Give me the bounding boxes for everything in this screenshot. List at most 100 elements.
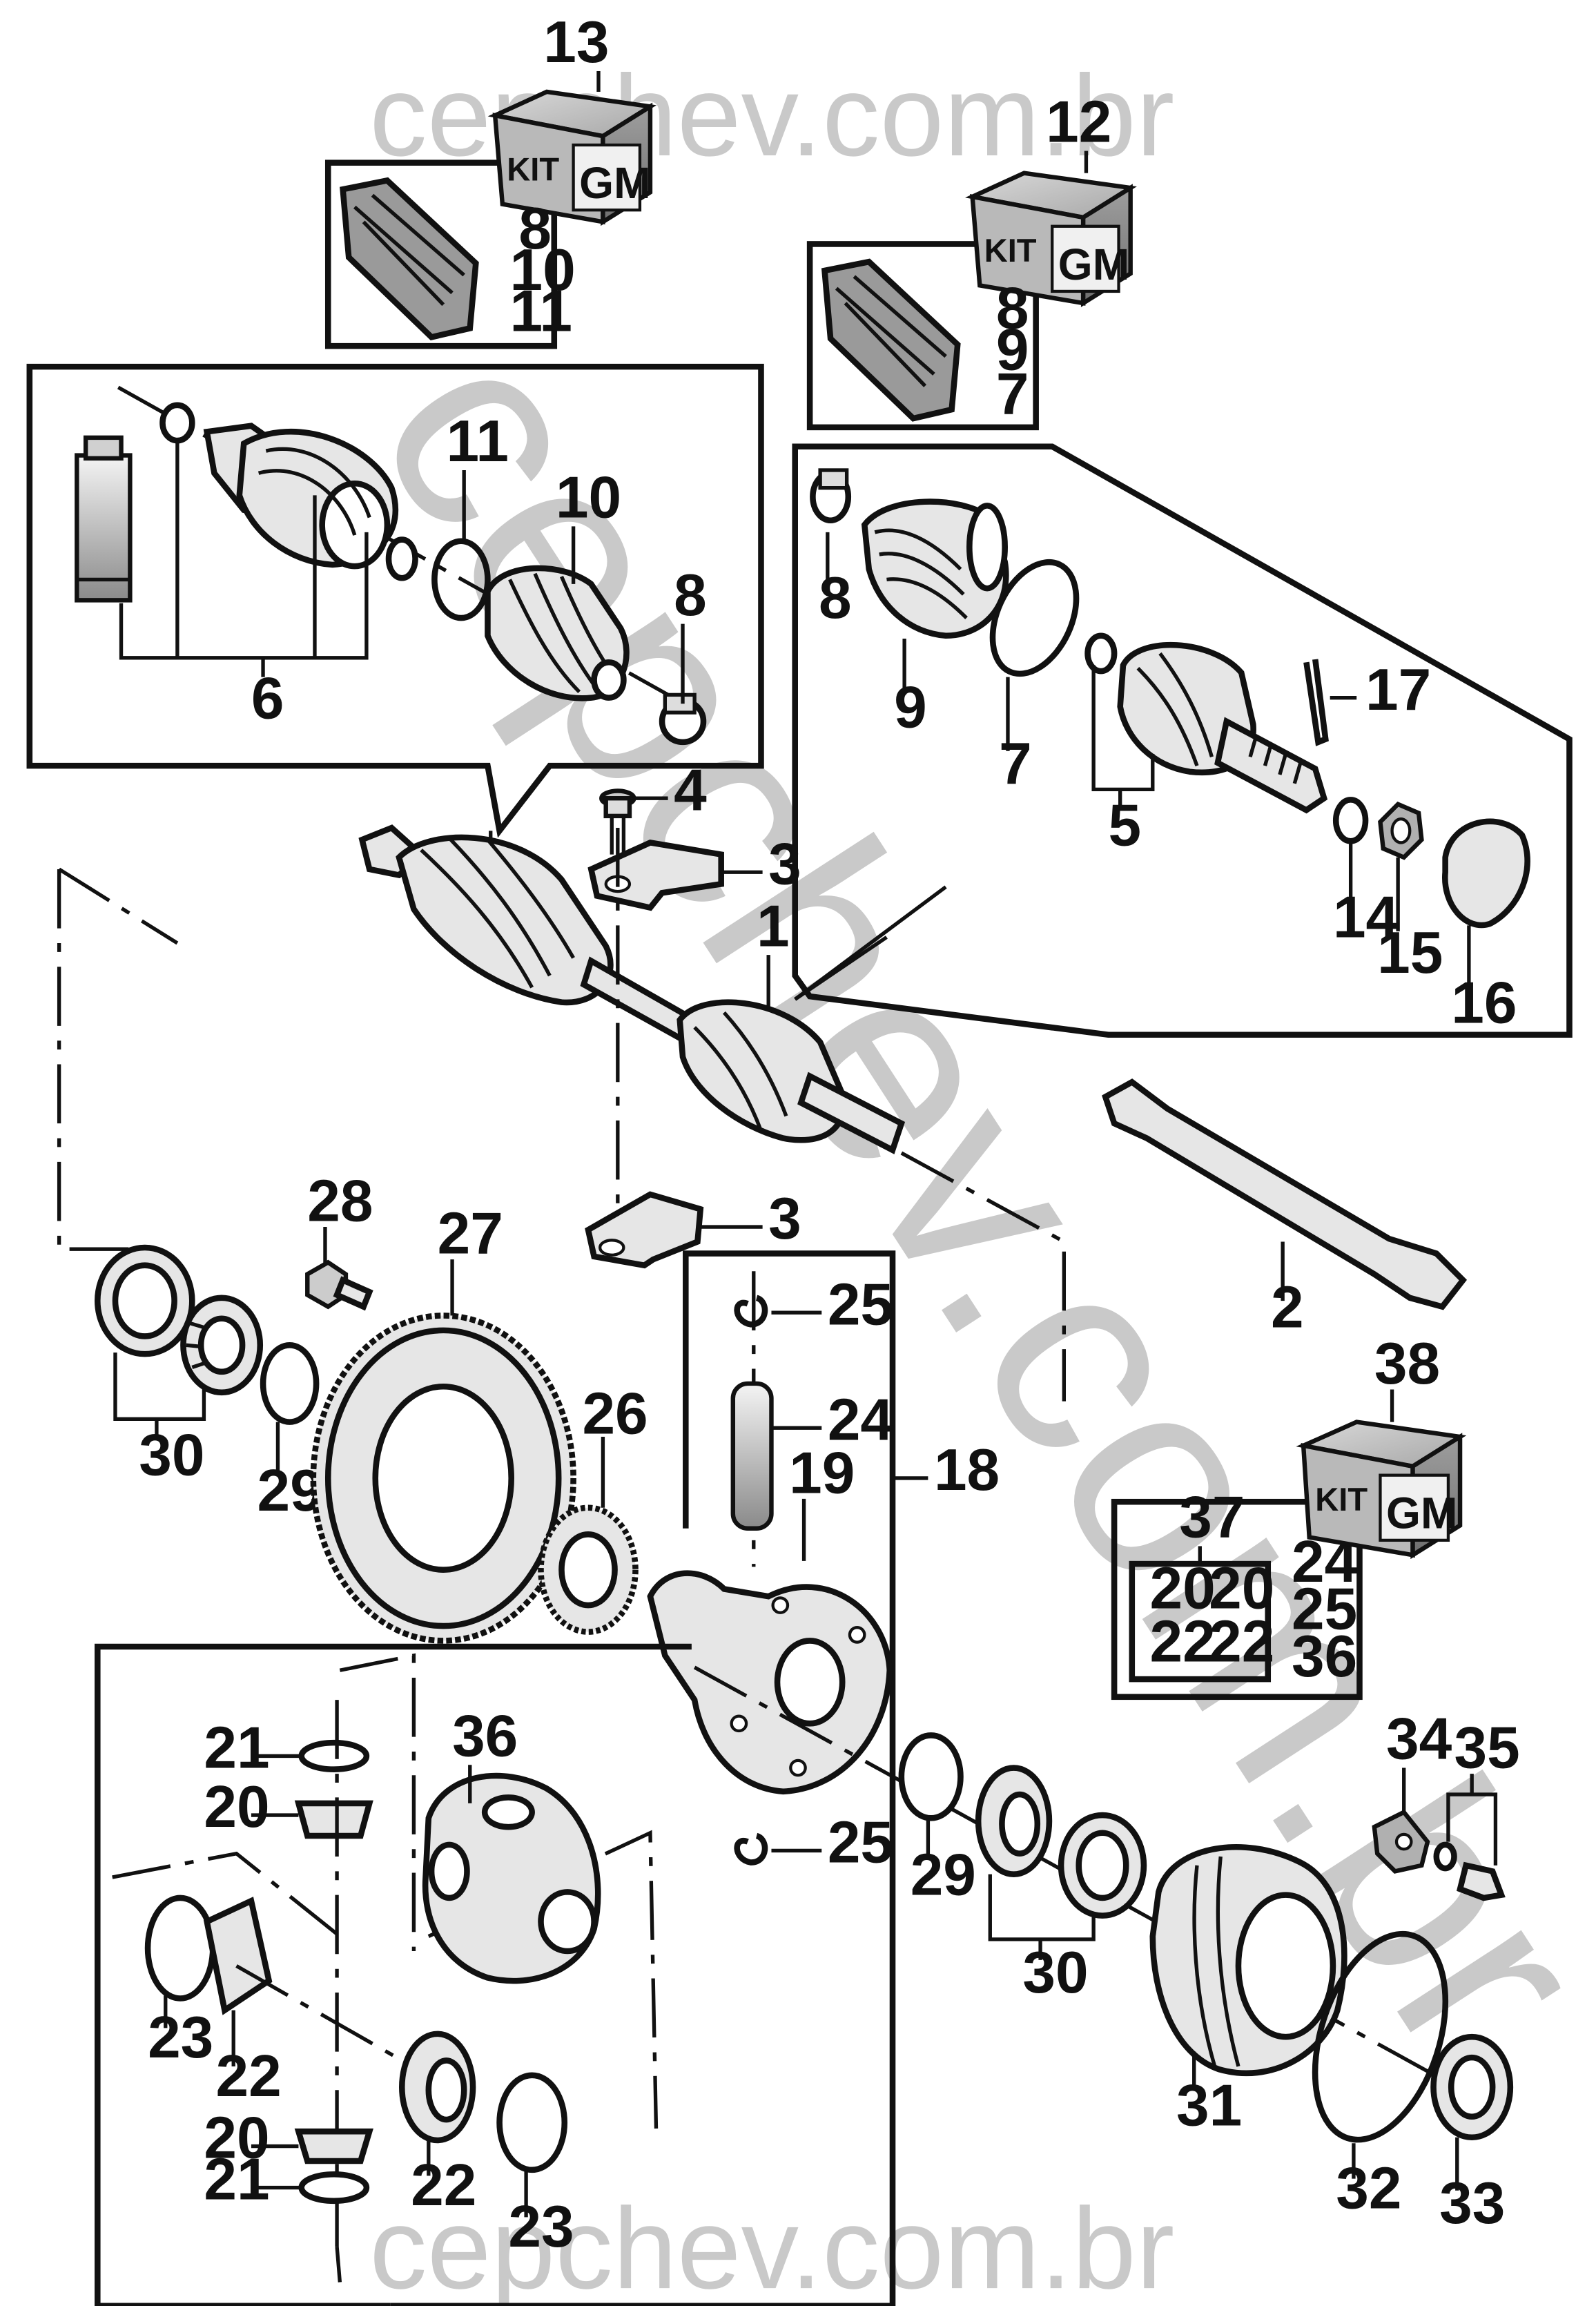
- callout-31: 31: [1176, 2073, 1242, 2139]
- dust-cap-icon: [1442, 818, 1530, 929]
- bolt-4-icon: [599, 788, 668, 855]
- kit-37-number: 37: [1179, 1484, 1245, 1551]
- kit-38[interactable]: 37 20 20 22 22 24 25 36 GM KIT 38: [1111, 1330, 1467, 1701]
- gm-kit-cube-icon: GM KIT: [487, 89, 657, 226]
- callout-21-upper: 21: [204, 1715, 269, 1781]
- boot-10-icon: [485, 565, 630, 701]
- callout-22-right: 22: [411, 2152, 476, 2218]
- kit-13[interactable]: GM KIT 13 8 10 11: [324, 9, 657, 349]
- kit-38-logo: GM: [1386, 1489, 1457, 1538]
- callout-11: 11: [447, 408, 509, 474]
- kit-12-number: 12: [1046, 89, 1111, 155]
- circlip-25-upper-icon: [734, 1295, 822, 1328]
- callout-33: 33: [1439, 2170, 1505, 2236]
- inner-joint-detail: [26, 363, 764, 838]
- thrust-washer-21-lower: [251, 2171, 370, 2205]
- side-gear-20-upper: [251, 1800, 373, 1839]
- callout-15: 15: [1377, 920, 1443, 986]
- callout-26: 26: [582, 1381, 648, 1447]
- thrust-washer-23-right: [496, 2072, 568, 2173]
- kit-13-item-1: 8: [518, 195, 552, 262]
- thrust-washer-21-upper: [251, 1739, 370, 1772]
- callout-23-left: 23: [148, 2004, 213, 2071]
- callout-6: 6: [251, 666, 284, 732]
- circlip-25-lower-icon: [734, 1832, 822, 1866]
- outer-joint-5-icon: [1117, 641, 1328, 814]
- intermediate-shaft-2: [1102, 1078, 1468, 1310]
- pinion-gear-22-right: [399, 2031, 476, 2176]
- clamp-8-right-icon: [810, 468, 852, 524]
- svg-text:KIT: KIT: [507, 151, 559, 187]
- grease-packet-icon: [340, 177, 479, 341]
- callout-28: 28: [307, 1167, 373, 1234]
- kit-37-item-2: 20: [1209, 1555, 1274, 1621]
- bolt-28-icon: [305, 1227, 373, 1311]
- clamp-11-icon: [431, 538, 491, 621]
- differential-case-19: [647, 1498, 893, 1795]
- callout-14: 14: [1333, 884, 1399, 950]
- cotter-pin-icon: [1303, 659, 1329, 746]
- callout-27: 27: [438, 1201, 503, 1267]
- kit-13-number: 13: [543, 9, 609, 75]
- roller-bearing-30-left: [180, 1295, 264, 1396]
- callout-25-lower: 25: [828, 1810, 893, 1876]
- side-gear-20-lower: [251, 2128, 373, 2164]
- callout-16: 16: [1451, 970, 1517, 1036]
- svg-text:KIT: KIT: [984, 232, 1037, 269]
- clamp-7-icon: [989, 559, 1080, 677]
- bracket-3-lower-icon: [585, 1191, 763, 1269]
- shim-29-left-icon: [260, 1342, 320, 1425]
- kit-37-item-3: 22: [1149, 1608, 1215, 1674]
- drive-shaft-1: [358, 824, 947, 1154]
- callout-32: 32: [1336, 2155, 1401, 2221]
- kit-38-number: 38: [1374, 1330, 1440, 1397]
- callout-34: 34: [1386, 1706, 1452, 1772]
- bearing-race-30-right: [1058, 1812, 1147, 1919]
- drive-gear-26: [538, 1437, 639, 1635]
- oil-seal-33: [1430, 2033, 1514, 2191]
- callout-5: 5: [1109, 793, 1142, 859]
- pin-24-icon: [730, 1381, 822, 1531]
- callout-30-left: 30: [139, 1422, 204, 1489]
- pinion-gear-22-left: [203, 1897, 273, 2066]
- circlip-icon: [159, 402, 195, 444]
- kit-13-item-3: 11: [510, 278, 573, 345]
- callout-29-right: 29: [911, 1842, 976, 1908]
- callout-8-right: 8: [819, 565, 852, 631]
- thrust-washer-23-left: [144, 1895, 216, 2002]
- bolt-35: [1433, 1774, 1506, 1901]
- callout-3-upper: 3: [768, 831, 801, 897]
- housing-31: [1149, 1844, 1347, 2091]
- washer-icon: [1332, 797, 1369, 844]
- kit-13-item-2: 10: [510, 237, 576, 303]
- callout-19: 19: [789, 1440, 855, 1506]
- gm-kit-cube-icon: GM KIT: [1296, 1420, 1467, 1560]
- callout-22-left: 22: [216, 2043, 282, 2109]
- callout-30-right: 30: [1022, 1939, 1088, 2006]
- callout-20-lower: 20: [204, 2105, 269, 2171]
- kit-12-box: [806, 241, 1039, 431]
- kit-12[interactable]: GM KIT 12 8 9 7: [806, 89, 1137, 431]
- spider-housing-36: [422, 1765, 601, 1984]
- callout-24: 24: [828, 1386, 894, 1453]
- kit-12-logo: GM: [1058, 240, 1129, 289]
- callout-17: 17: [1365, 657, 1431, 723]
- callout-1: 1: [757, 893, 790, 959]
- boot-9-icon: [861, 498, 1009, 639]
- callout-3-lower: 3: [768, 1185, 801, 1252]
- callout-21-lower: 21: [204, 2147, 269, 2213]
- grease-tube-icon: [75, 435, 133, 603]
- snap-ring-icon: [385, 536, 418, 581]
- kit-38-box: [1111, 1498, 1363, 1701]
- kit-12-item-3: 7: [996, 361, 1029, 427]
- callout-8-left: 8: [674, 562, 707, 628]
- snap-ring-32-icon: [1312, 1930, 1449, 2143]
- grease-packet-icon: [821, 258, 961, 422]
- kit-13-box: [324, 159, 558, 349]
- callout-18: 18: [934, 1437, 1000, 1503]
- callout-35: 35: [1454, 1715, 1519, 1781]
- kit-37-item-4: 22: [1209, 1608, 1274, 1674]
- kit-37-item-1: 20: [1149, 1555, 1215, 1621]
- roller-bearing-30-right: [975, 1765, 1053, 1877]
